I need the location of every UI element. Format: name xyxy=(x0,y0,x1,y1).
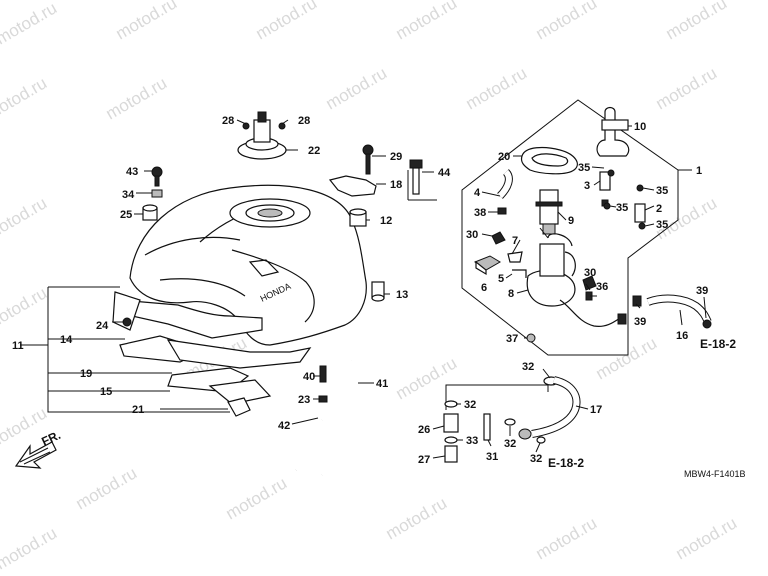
callout: 38 xyxy=(474,207,486,219)
watermark: motod.ru xyxy=(533,0,601,43)
callout: 15 xyxy=(100,386,112,398)
watermark: motod.ru xyxy=(533,513,601,563)
callout: 8 xyxy=(508,288,514,300)
watermark: motod.ru xyxy=(463,63,531,113)
callout: 35 xyxy=(656,185,668,197)
tank-under-plates xyxy=(112,291,312,405)
watermark: motod.ru xyxy=(653,63,721,113)
callout: 3 xyxy=(584,180,590,192)
fuel-pump-assembly-outline xyxy=(461,99,679,356)
callout: 28 xyxy=(222,115,234,127)
watermark: motod.ru xyxy=(0,403,50,453)
callout: 14 xyxy=(60,334,73,346)
watermark: motod.ru xyxy=(393,353,461,403)
front-direction-arrow: FR. xyxy=(14,428,63,469)
callout: 27 xyxy=(418,454,430,466)
callout: 35 xyxy=(616,202,628,214)
callout: 12 xyxy=(380,215,392,227)
left-fasteners xyxy=(142,166,163,221)
tank-mount-rubbers xyxy=(122,208,385,417)
watermark: motod.ru xyxy=(0,0,60,48)
watermark: motod.ru xyxy=(393,0,461,43)
callout: 6 xyxy=(481,282,487,294)
callout: 22 xyxy=(308,145,320,157)
callout: 32 xyxy=(522,361,534,373)
callout: 39 xyxy=(634,316,646,328)
callout: 32 xyxy=(504,438,516,450)
callout: 26 xyxy=(418,424,430,436)
watermark: motod.ru xyxy=(113,0,181,43)
fuel-feed-hose xyxy=(504,376,581,444)
callout: 34 xyxy=(122,189,135,201)
watermark: motod.ru xyxy=(663,0,731,43)
callout: 19 xyxy=(80,368,92,380)
drain-hoses xyxy=(293,359,359,476)
watermark: motod.ru xyxy=(0,283,50,333)
fuel-fittings xyxy=(443,384,549,463)
callout: 37 xyxy=(506,333,518,345)
callout: 5 xyxy=(498,273,504,285)
callout: 20 xyxy=(498,151,510,163)
callout: 36 xyxy=(596,281,608,293)
watermark: motod.ru xyxy=(323,63,391,113)
callout: 25 xyxy=(120,209,132,221)
callout: 42 xyxy=(278,420,290,432)
callout: 33 xyxy=(466,435,478,447)
callout: 41 xyxy=(376,378,388,390)
callout: 13 xyxy=(396,289,408,301)
callout: 31 xyxy=(486,451,498,463)
callout: 11 xyxy=(12,340,24,352)
filler-cap xyxy=(237,111,287,160)
watermark: motod.ru xyxy=(73,463,141,513)
diagram-code: MBW4-F1401B xyxy=(684,469,746,479)
breather-hose xyxy=(632,294,712,329)
callout: 10 xyxy=(634,121,646,133)
callout: 30 xyxy=(584,267,596,279)
callout: 16 xyxy=(676,330,688,342)
watermark: motod.ru xyxy=(383,493,451,543)
watermark: motod.ru xyxy=(253,0,321,43)
callout: 44 xyxy=(438,167,451,179)
callout: 43 xyxy=(126,166,138,178)
callout: 23 xyxy=(298,394,310,406)
direction-label: FR. xyxy=(39,428,62,449)
callout: 1 xyxy=(696,165,702,177)
callout: 29 xyxy=(390,151,402,163)
callout-labels: 1 2 3 4 5 6 7 8 9 10 11 12 13 14 15 16 1… xyxy=(12,115,708,466)
leader-lines xyxy=(20,119,707,459)
page-reference[interactable]: E-18-2 xyxy=(548,456,584,470)
callout: 39 xyxy=(696,285,708,297)
callout: 2 xyxy=(656,203,662,215)
callout: 9 xyxy=(568,215,574,227)
callout: 18 xyxy=(390,179,402,191)
callout: 4 xyxy=(474,187,481,199)
watermark: motod.ru xyxy=(0,73,50,123)
callout: 28 xyxy=(298,115,310,127)
watermark: motod.ru xyxy=(223,473,291,523)
callout: 24 xyxy=(96,320,109,332)
fuel-tank: HONDA xyxy=(129,184,367,346)
callout: 35 xyxy=(656,219,668,231)
callout: 30 xyxy=(466,229,478,241)
callout: 32 xyxy=(530,453,542,465)
watermark: motod.ru xyxy=(593,333,661,383)
watermark: motod.ru xyxy=(0,523,60,573)
page-reference[interactable]: E-18-2 xyxy=(700,337,736,351)
watermark: motod.ru xyxy=(673,513,741,563)
watermark: motod.ru xyxy=(0,193,50,243)
callout: 21 xyxy=(132,404,144,416)
watermark: motod.ru xyxy=(103,73,171,123)
tank-bracket xyxy=(328,144,423,197)
callout: 32 xyxy=(464,399,476,411)
callout: 17 xyxy=(590,404,602,416)
callout: 40 xyxy=(303,371,315,383)
callout: 35 xyxy=(578,162,590,174)
callout: 7 xyxy=(512,235,518,247)
fuel-pump-parts xyxy=(473,106,646,386)
